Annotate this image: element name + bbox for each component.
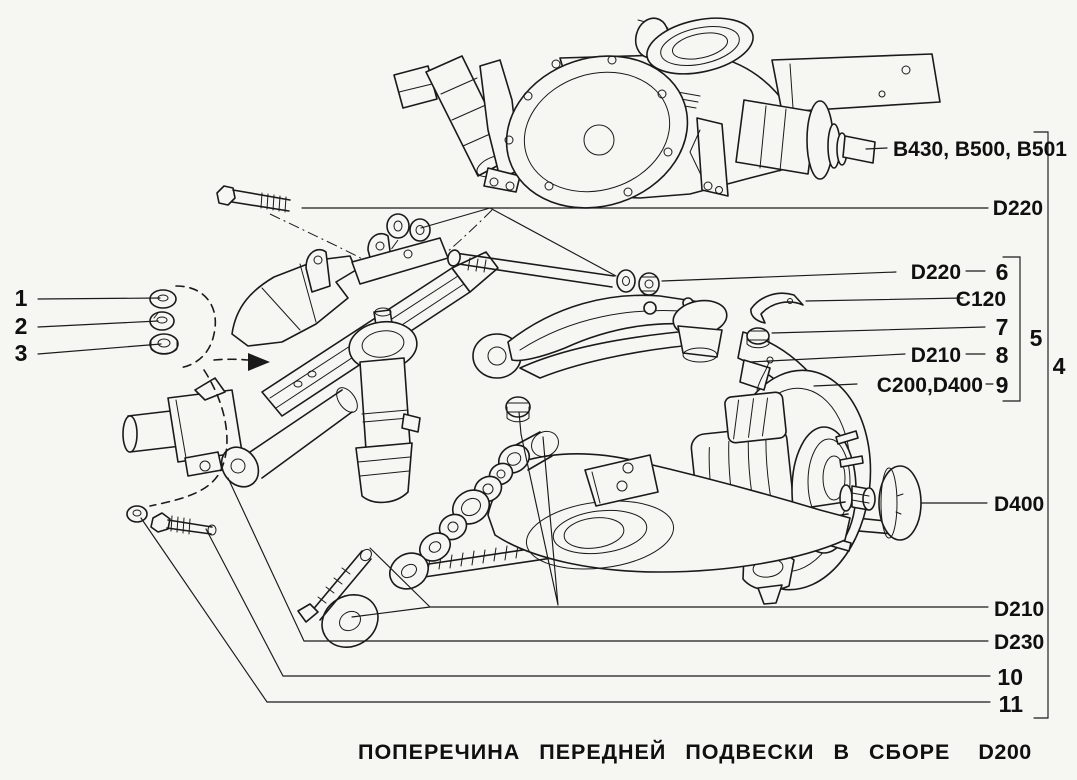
leader-item3 <box>37 343 162 355</box>
leader-axle-codes <box>865 147 888 150</box>
callout-item-3: 3 <box>15 340 28 366</box>
callout-c200-d400: C200,D400 <box>877 374 983 397</box>
callout-item-11: 11 <box>999 691 1024 717</box>
leader-d220-mid <box>661 270 986 282</box>
callout-group-4: 4 <box>1053 353 1066 379</box>
leader-d230 <box>227 477 989 642</box>
callout-axle-codes: B430, B500, B501 <box>893 138 1067 161</box>
callout-item-1: 1 <box>15 285 28 311</box>
callout-d230: D230 <box>994 631 1044 654</box>
callout-d220-top: D220 <box>993 197 1043 220</box>
leader-d210-bottom <box>351 411 989 618</box>
leader-item7 <box>771 326 986 334</box>
callout-item-8: 8 <box>996 342 1009 368</box>
figure-caption: ПОПЕРЕЧИНА ПЕРЕДНЕЙ ПОДВЕСКИ В СБОРЕ D20… <box>358 740 1058 765</box>
bracket-group-4 <box>1033 131 1049 719</box>
fastener-stack-items-1-3 <box>149 285 270 507</box>
callout-c120: C120 <box>956 288 1006 311</box>
leader-item2 <box>37 320 159 328</box>
callout-labels: B430, B500, B501 D220 D220 6 C120 7 D210… <box>15 138 1068 717</box>
callout-d220-mid: D220 <box>911 261 961 284</box>
callout-item-7: 7 <box>996 314 1009 340</box>
bracket-group-5 <box>1002 256 1021 402</box>
leader-c200-d400 <box>813 383 994 387</box>
leader-d210-mid <box>749 353 986 363</box>
callout-d400: D400 <box>994 493 1044 516</box>
leader-item11 <box>140 517 991 703</box>
caption-title: ПОПЕРЕЧИНА ПЕРЕДНЕЙ ПОДВЕСКИ В СБОРЕ <box>358 740 951 764</box>
leader-lines <box>37 147 994 703</box>
leader-item1 <box>37 297 161 300</box>
leader-c120 <box>805 297 964 302</box>
group-brackets <box>1002 131 1049 719</box>
crossmember-shock-drawing <box>122 185 499 504</box>
leader-d220-top <box>301 207 989 277</box>
caption-code: D200 <box>978 740 1032 764</box>
callout-item-2: 2 <box>15 313 28 339</box>
leader-item10 <box>205 528 991 677</box>
axle-assembly-drawing <box>393 17 941 209</box>
callout-group-5: 5 <box>1030 325 1043 351</box>
callout-d210-mid: D210 <box>911 344 961 367</box>
callout-d210-bottom: D210 <box>994 598 1044 621</box>
callout-item-9: 9 <box>996 372 1009 398</box>
lower-control-arm-drawing <box>126 396 851 648</box>
callout-item-10: 10 <box>997 664 1023 690</box>
callout-item-6: 6 <box>996 259 1009 285</box>
